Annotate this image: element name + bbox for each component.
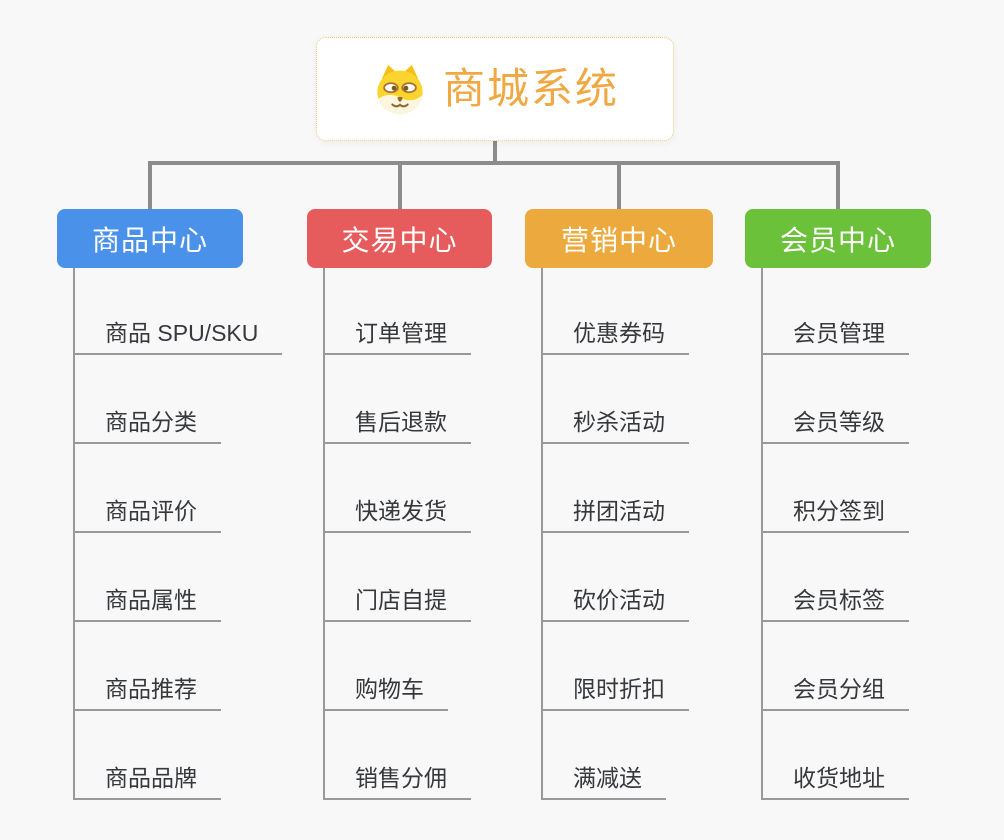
connector-drop-1 bbox=[397, 161, 402, 211]
child-node[interactable]: 会员标签 bbox=[762, 533, 909, 622]
branch-node-0[interactable]: 商品中心 bbox=[57, 209, 243, 268]
child-node[interactable]: 砍价活动 bbox=[542, 533, 689, 622]
dog-face-icon bbox=[371, 63, 429, 116]
child-node[interactable]: 订单管理 bbox=[324, 266, 471, 355]
branch-node-2[interactable]: 营销中心 bbox=[525, 209, 713, 268]
child-connector-line-2 bbox=[541, 268, 543, 800]
children-column-2: 优惠券码秒杀活动拼团活动砍价活动限时折扣满减送 bbox=[542, 266, 802, 800]
connector-root-stem bbox=[493, 141, 497, 165]
child-node[interactable]: 商品品牌 bbox=[74, 711, 221, 800]
child-connector-line-0 bbox=[73, 268, 75, 800]
connector-drop-2 bbox=[617, 161, 621, 211]
child-node[interactable]: 商品分类 bbox=[74, 355, 221, 444]
child-connector-line-1 bbox=[323, 268, 325, 800]
child-node[interactable]: 商品属性 bbox=[74, 533, 221, 622]
child-node[interactable]: 商品评价 bbox=[74, 444, 221, 533]
branch-node-1[interactable]: 交易中心 bbox=[307, 209, 492, 268]
children-column-1: 订单管理售后退款快递发货门店自提购物车销售分佣 bbox=[324, 266, 584, 800]
child-node[interactable]: 积分签到 bbox=[762, 444, 909, 533]
child-node[interactable]: 优惠券码 bbox=[542, 266, 689, 355]
child-node[interactable]: 满减送 bbox=[542, 711, 666, 800]
child-node[interactable]: 售后退款 bbox=[324, 355, 471, 444]
connector-drop-3 bbox=[836, 161, 840, 211]
child-connector-line-3 bbox=[761, 268, 763, 800]
child-node[interactable]: 会员管理 bbox=[762, 266, 909, 355]
child-node[interactable]: 会员等级 bbox=[762, 355, 909, 444]
child-node[interactable]: 秒杀活动 bbox=[542, 355, 689, 444]
child-node[interactable]: 收货地址 bbox=[762, 711, 909, 800]
connector-drop-0 bbox=[148, 161, 152, 211]
child-node[interactable]: 销售分佣 bbox=[324, 711, 471, 800]
children-column-3: 会员管理会员等级积分签到会员标签会员分组收货地址 bbox=[762, 266, 1004, 800]
child-node[interactable]: 购物车 bbox=[324, 622, 448, 711]
child-node[interactable]: 拼团活动 bbox=[542, 444, 689, 533]
child-node[interactable]: 商品推荐 bbox=[74, 622, 221, 711]
child-node[interactable]: 快递发货 bbox=[324, 444, 471, 533]
child-node[interactable]: 门店自提 bbox=[324, 533, 471, 622]
root-node-label: 商城系统 bbox=[442, 65, 619, 112]
connector-bus bbox=[148, 161, 840, 165]
child-node[interactable]: 会员分组 bbox=[762, 622, 909, 711]
child-node[interactable]: 限时折扣 bbox=[542, 622, 689, 711]
root-node[interactable]: 商城系统 bbox=[316, 37, 674, 141]
child-node[interactable]: 商品 SPU/SKU bbox=[74, 266, 283, 355]
branch-node-3[interactable]: 会员中心 bbox=[745, 209, 931, 268]
